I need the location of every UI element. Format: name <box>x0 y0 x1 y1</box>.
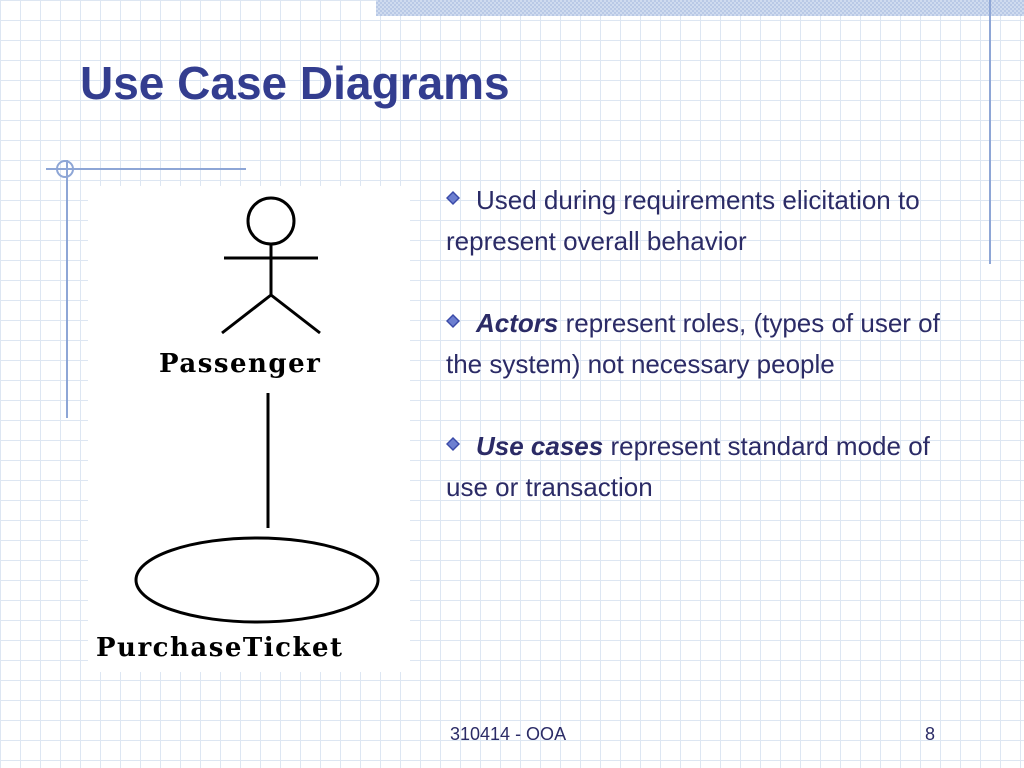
diamond-bullet-icon <box>446 191 460 206</box>
use-case-diagram: Passenger PurchaseTicket <box>88 186 410 672</box>
bullet-text: represent standard mode of use or transa… <box>446 431 930 502</box>
actor-head <box>246 196 296 246</box>
actor-label: Passenger <box>159 349 321 379</box>
slide-title: Use Case Diagrams <box>80 57 510 109</box>
bullet-item: Used during requirements elicitation to … <box>446 180 966 262</box>
actor-left-leg <box>221 293 272 335</box>
page-number: 8 <box>925 724 936 744</box>
bullet-item: Actors represent roles, (types of user o… <box>446 303 966 385</box>
use-case-ellipse <box>134 536 380 624</box>
diamond-bullet-icon <box>446 314 460 329</box>
bullet-list: Used during requirements elicitation to … <box>446 180 966 549</box>
bullet-text: Used during requirements elicitation to … <box>446 185 920 256</box>
bullet-item: Use cases represent standard mode of use… <box>446 426 966 508</box>
use-case-label: PurchaseTicket <box>96 633 344 663</box>
top-decorative-band <box>376 0 1024 16</box>
crosshair-ornament <box>56 160 74 178</box>
footer-course-code: 310414 - OOA <box>450 724 567 744</box>
bullet-text: represent roles, (types of user of the s… <box>446 308 940 379</box>
actor-right-leg <box>270 293 321 335</box>
left-accent-rule <box>66 160 68 418</box>
use-case-diagram-svg: Passenger PurchaseTicket <box>96 196 380 663</box>
right-accent-rule <box>989 0 991 264</box>
actor-stick-figure <box>221 196 321 335</box>
bullet-emphasis: Use cases <box>476 431 604 461</box>
left-horizontal-rule <box>46 168 246 170</box>
bullet-emphasis: Actors <box>476 308 559 338</box>
diamond-bullet-icon <box>446 437 460 452</box>
